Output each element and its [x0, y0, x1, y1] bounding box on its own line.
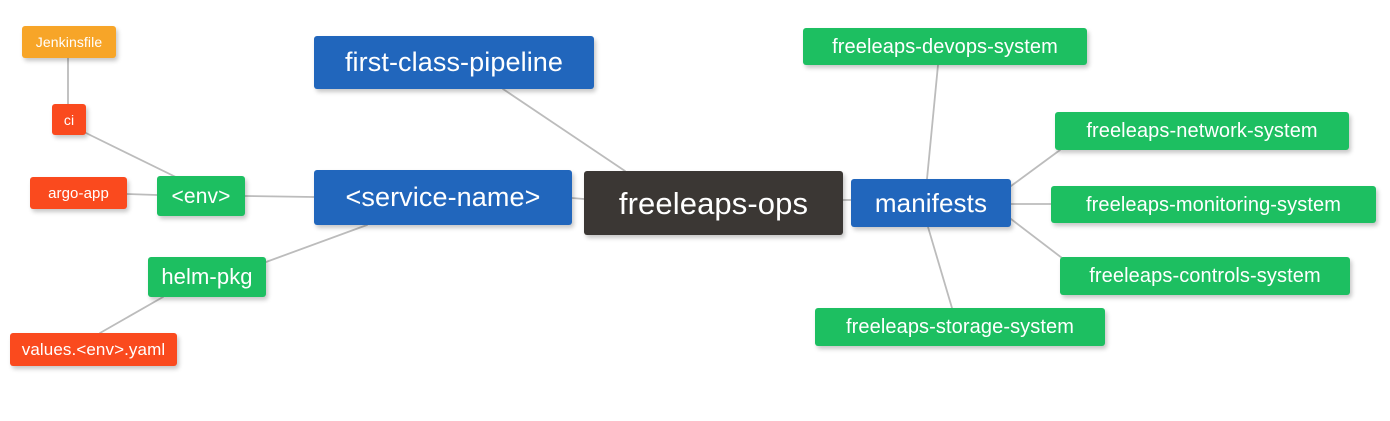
edge-ci-to-env — [85, 132, 187, 183]
node-label-env: <env> — [171, 184, 231, 208]
node-label-jenkinsfile: Jenkinsfile — [35, 34, 103, 50]
mindmap-node-manifests[interactable]: manifests — [851, 179, 1011, 227]
node-label-freeleaps-storage-system: freeleaps-storage-system — [845, 316, 1075, 338]
mindmap-node-helm-pkg[interactable]: helm-pkg — [148, 257, 266, 297]
mindmap-node-freeleaps-devops-system[interactable]: freeleaps-devops-system — [803, 28, 1087, 65]
node-label-freeleaps-monitoring-system: freeleaps-monitoring-system — [1085, 193, 1341, 216]
node-label-freeleaps-controls-system: freeleaps-controls-system — [1089, 265, 1321, 287]
node-label-helm-pkg: helm-pkg — [161, 264, 253, 289]
node-label-ci: ci — [63, 111, 75, 128]
mindmap-node-env[interactable]: <env> — [157, 176, 245, 216]
node-label-freeleaps-ops: freeleaps-ops — [618, 185, 809, 221]
edge-helm-pkg-to-values-env-yaml — [99, 296, 164, 334]
edge-env-to-service-name — [244, 195, 315, 198]
node-label-argo-app: argo-app — [48, 184, 109, 202]
edge-freeleaps-controls-system-to-manifests — [1010, 218, 1063, 259]
mindmap-node-freeleaps-ops[interactable]: freeleaps-ops — [584, 171, 843, 235]
edge-freeleaps-devops-system-to-manifests — [926, 64, 939, 180]
node-label-freeleaps-devops-system: freeleaps-devops-system — [832, 35, 1058, 58]
mindmap-node-first-class-pipeline[interactable]: first-class-pipeline — [314, 36, 594, 89]
mindmap-node-argo-app[interactable]: argo-app — [30, 177, 127, 209]
mindmap-node-freeleaps-controls-system[interactable]: freeleaps-controls-system — [1060, 257, 1350, 295]
edge-service-name-to-freeleaps-ops — [571, 197, 585, 200]
mindmap-node-freeleaps-storage-system[interactable]: freeleaps-storage-system — [815, 308, 1105, 346]
edge-freeleaps-network-system-to-manifests — [1010, 149, 1061, 187]
node-label-freeleaps-network-system: freeleaps-network-system — [1086, 120, 1318, 142]
edge-service-name-to-helm-pkg — [265, 224, 368, 263]
edge-first-class-pipeline-to-freeleaps-ops — [502, 88, 626, 172]
mindmap-node-ci[interactable]: ci — [52, 104, 86, 135]
mindmap-node-jenkinsfile[interactable]: Jenkinsfile — [22, 26, 116, 58]
edge-freeleaps-storage-system-to-manifests — [927, 226, 953, 309]
mindmap-node-freeleaps-monitoring-system[interactable]: freeleaps-monitoring-system — [1051, 186, 1376, 223]
node-label-values-env-yaml: values.<env>.yaml — [21, 340, 166, 359]
mindmap-node-values-env-yaml[interactable]: values.<env>.yaml — [10, 333, 177, 366]
node-label-first-class-pipeline: first-class-pipeline — [344, 47, 564, 77]
node-label-service-name: <service-name> — [345, 182, 541, 212]
mindmap-node-freeleaps-network-system[interactable]: freeleaps-network-system — [1055, 112, 1349, 150]
mindmap-node-service-name[interactable]: <service-name> — [314, 170, 572, 225]
node-label-manifests: manifests — [874, 188, 988, 218]
edge-argo-app-to-env — [126, 193, 158, 196]
